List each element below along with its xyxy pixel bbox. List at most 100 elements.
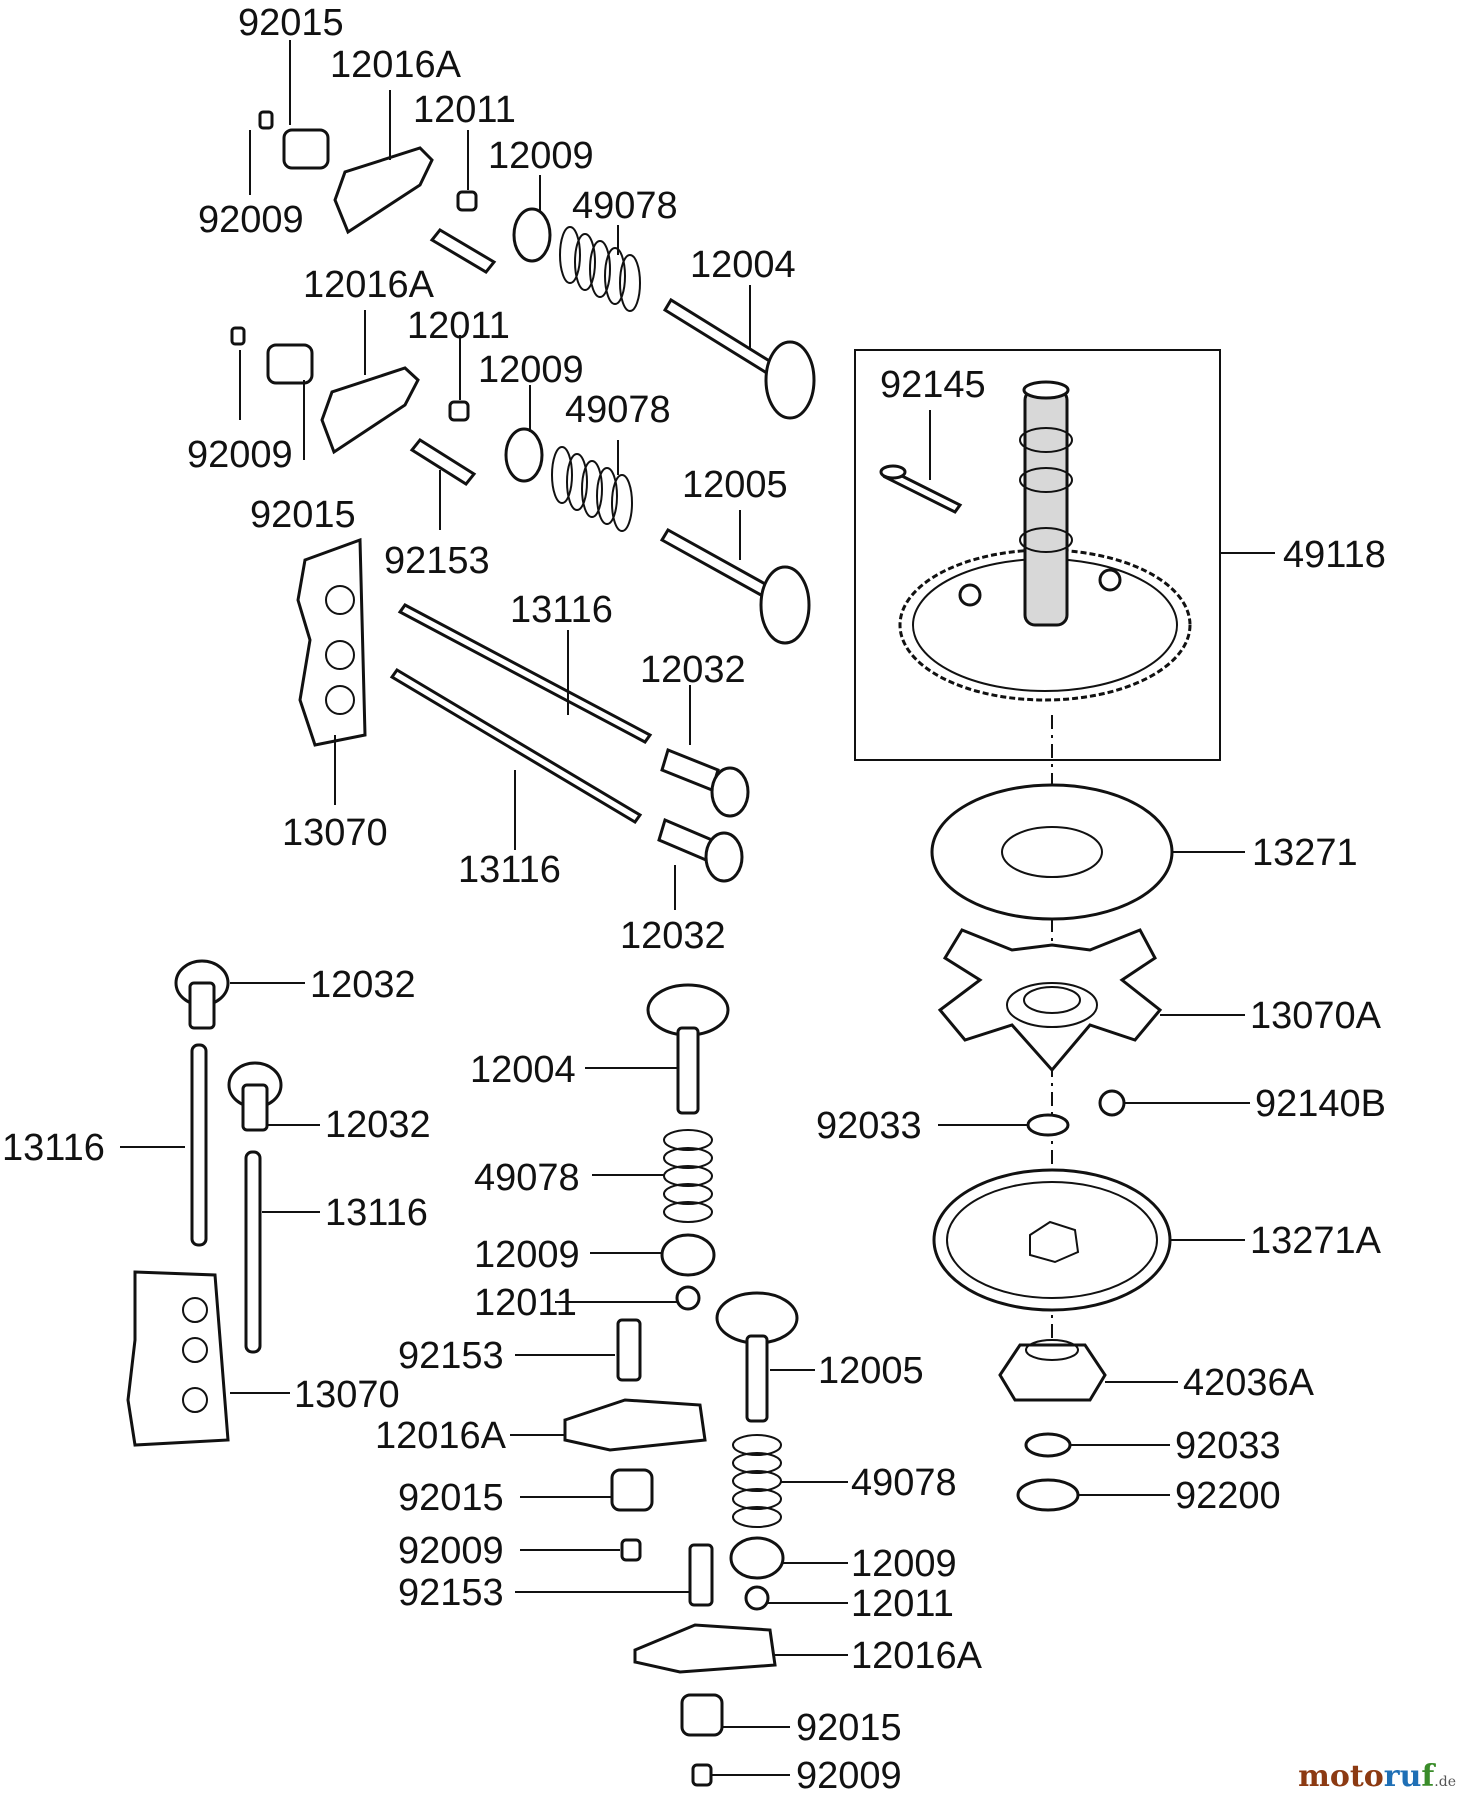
camshaft-assembly-box — [854, 349, 1221, 761]
rocker-arm — [333, 146, 434, 235]
part-labels: 92015 12016A 12011 12009 49078 92009 120… — [2, 2, 1386, 1797]
steel-ball — [1098, 1089, 1126, 1117]
label-13116: 13116 — [458, 849, 561, 891]
label-92015: 92015 — [796, 1707, 902, 1749]
valve-intake — [646, 983, 730, 1115]
label-12009: 12009 — [478, 349, 584, 391]
rocker-assembly-upper — [258, 110, 816, 420]
retaining-ring — [1026, 1113, 1070, 1137]
label-92033: 92033 — [1175, 1425, 1281, 1467]
label-92153: 92153 — [398, 1335, 504, 1377]
label-12004: 12004 — [690, 244, 796, 286]
label-92200: 92200 — [1175, 1475, 1281, 1517]
valve-cap — [448, 400, 470, 422]
label-49078: 49078 — [572, 185, 678, 227]
rocker-stud — [429, 228, 497, 274]
label-12011: 12011 — [407, 305, 510, 347]
tappet-left-2 — [227, 1061, 283, 1132]
valve-spring — [551, 446, 633, 532]
label-49118: 49118 — [1283, 534, 1386, 576]
label-12005: 12005 — [682, 464, 788, 506]
camshaft-gear — [898, 380, 1192, 702]
label-13070: 13070 — [282, 812, 388, 854]
governor-gear — [998, 1339, 1107, 1402]
label-92009: 92009 — [198, 199, 304, 241]
label-13070a: 13070A — [1250, 995, 1382, 1037]
valve-head — [759, 565, 811, 645]
rocker-stud — [409, 438, 477, 486]
label-12011: 12011 — [851, 1583, 954, 1625]
adjust-screw — [230, 326, 246, 346]
rocker-stud — [688, 1543, 714, 1607]
guide-plate — [296, 537, 367, 747]
adjust-screw — [620, 1538, 642, 1562]
label-92033: 92033 — [816, 1105, 922, 1147]
brand-part-3: f — [1421, 1759, 1435, 1794]
label-92015: 92015 — [250, 494, 356, 536]
brand-suffix: .de — [1434, 1774, 1456, 1790]
pivot-nut — [282, 128, 330, 170]
pivot-nut — [266, 343, 314, 385]
label-13116: 13116 — [325, 1192, 428, 1234]
spring-retainer — [660, 1233, 716, 1277]
push-rod — [389, 668, 643, 824]
brand-logo[interactable]: motoruf.de — [1298, 1759, 1456, 1794]
label-92140b: 92140B — [1255, 1083, 1386, 1125]
valve-head — [764, 340, 816, 420]
label-13116: 13116 — [510, 589, 613, 631]
label-12032: 12032 — [620, 915, 726, 957]
governor-plate — [932, 1168, 1172, 1312]
rocker-stud — [616, 1318, 642, 1382]
label-12009: 12009 — [851, 1543, 957, 1585]
label-92009: 92009 — [398, 1530, 504, 1572]
leader-lines — [120, 40, 1275, 1776]
spring-retainer — [512, 207, 552, 263]
label-12032: 12032 — [310, 964, 416, 1006]
label-13070: 13070 — [294, 1374, 400, 1416]
valve-spring-intake — [663, 1129, 713, 1223]
label-12016a: 12016A — [851, 1635, 983, 1677]
valve-cap — [675, 1285, 701, 1311]
valve-stem — [659, 527, 779, 603]
label-12011: 12011 — [413, 89, 516, 131]
label-92015: 92015 — [398, 1477, 504, 1519]
guide-plate — [126, 1270, 230, 1447]
label-12009: 12009 — [488, 135, 594, 177]
spring-retainer — [729, 1536, 785, 1580]
decomp-pin — [879, 464, 907, 480]
tappet-head — [704, 831, 744, 883]
rocker-arm — [563, 1398, 707, 1452]
valve-cap — [456, 190, 478, 212]
label-49078: 49078 — [474, 1157, 580, 1199]
label-92153: 92153 — [384, 540, 490, 582]
valve-cap — [744, 1585, 770, 1611]
label-12005: 12005 — [818, 1350, 924, 1392]
rocker-assembly-lower — [230, 326, 811, 645]
label-92153: 92153 — [398, 1572, 504, 1614]
tappet — [657, 817, 714, 863]
tappet — [660, 747, 720, 793]
label-92009: 92009 — [187, 434, 293, 476]
label-12016a: 12016A — [375, 1415, 507, 1457]
push-rod — [190, 1043, 208, 1247]
push-rod — [244, 1150, 262, 1354]
label-12004: 12004 — [470, 1049, 576, 1091]
pivot-nut — [610, 1468, 654, 1512]
label-12011: 12011 — [474, 1282, 577, 1324]
adjust-screw — [258, 110, 274, 130]
brand-part-1: moto — [1298, 1759, 1384, 1794]
label-42036a: 42036A — [1183, 1362, 1315, 1404]
label-13116: 13116 — [2, 1127, 105, 1169]
rocker-arm — [633, 1623, 777, 1674]
valve-spring-exhaust — [732, 1434, 782, 1528]
label-92009: 92009 — [796, 1755, 902, 1797]
label-12009: 12009 — [474, 1234, 580, 1276]
camshaft — [1023, 388, 1069, 627]
valve-exhaust — [715, 1291, 799, 1423]
label-13271a: 13271A — [1250, 1220, 1382, 1262]
label-13271: 13271 — [1252, 832, 1358, 874]
retaining-ring — [1024, 1432, 1072, 1458]
label-49078: 49078 — [565, 389, 671, 431]
rocker-arm — [320, 366, 420, 455]
